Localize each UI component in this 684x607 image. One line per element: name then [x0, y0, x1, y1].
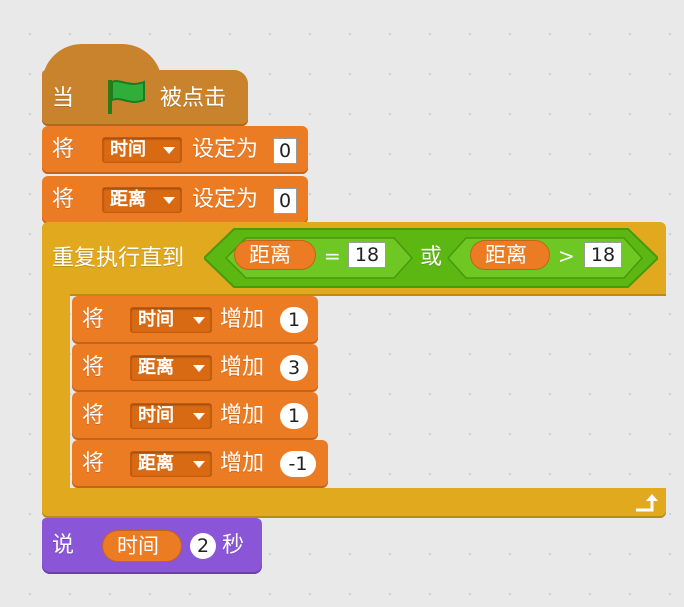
compare-value-input[interactable]: 18 — [348, 242, 386, 268]
reporter-label: 距离 — [249, 243, 291, 267]
variable-name: 时间 — [138, 309, 174, 330]
time-reporter[interactable]: 时间 — [102, 530, 182, 562]
chevron-down-icon — [163, 147, 175, 154]
when-flag-clicked-block[interactable]: 当 被点击 — [42, 70, 248, 126]
value-input[interactable]: 0 — [273, 138, 297, 164]
chevron-down-icon — [163, 197, 175, 204]
block-action-label: 设定为 — [192, 137, 259, 162]
variable-name: 距离 — [138, 357, 174, 378]
value-input[interactable]: -1 — [280, 451, 316, 477]
chevron-down-icon — [193, 365, 205, 372]
block-action-label: 增加 — [220, 307, 265, 332]
or-label: 或 — [420, 245, 443, 270]
block-verb-label: 将 — [52, 187, 75, 212]
variable-name: 距离 — [138, 453, 174, 474]
block-action-label: 增加 — [220, 403, 265, 428]
say-for-secs-block[interactable]: 说 时间 2 秒 — [42, 518, 262, 574]
value-input[interactable]: 0 — [273, 188, 297, 214]
variable-dropdown[interactable]: 时间 — [130, 307, 212, 333]
greater-than-operator: > — [558, 244, 575, 268]
distance-reporter[interactable]: 距离 — [470, 240, 550, 270]
equals-operator: = — [324, 244, 341, 268]
block-action-label: 增加 — [220, 451, 265, 476]
set-variable-block[interactable]: 将 时间 设定为 0 — [42, 126, 308, 174]
chevron-down-icon — [193, 413, 205, 420]
value-input[interactable]: 1 — [280, 307, 308, 333]
change-variable-block[interactable]: 将 距离 增加 -1 — [72, 440, 328, 488]
change-variable-block[interactable]: 将 时间 增加 1 — [72, 392, 318, 440]
block-verb-label: 说 — [52, 533, 75, 558]
variable-name: 时间 — [138, 405, 174, 426]
set-variable-block[interactable]: 将 距离 设定为 0 — [42, 176, 308, 224]
variable-dropdown[interactable]: 距离 — [130, 355, 212, 381]
event-suffix-label: 被点击 — [160, 86, 227, 111]
repeat-until-bottom — [42, 488, 666, 518]
block-verb-label: 将 — [52, 137, 75, 162]
variable-dropdown[interactable]: 距离 — [102, 187, 182, 213]
change-variable-block[interactable]: 将 时间 增加 1 — [72, 296, 318, 344]
chevron-down-icon — [193, 317, 205, 324]
variable-dropdown[interactable]: 时间 — [130, 403, 212, 429]
repeat-until-arm — [42, 292, 70, 492]
seconds-unit-label: 秒 — [222, 533, 245, 558]
block-action-label: 设定为 — [192, 187, 259, 212]
chevron-down-icon — [193, 461, 205, 468]
block-verb-label: 将 — [82, 451, 105, 476]
event-prefix-label: 当 — [52, 86, 75, 111]
seconds-input[interactable]: 2 — [190, 533, 216, 559]
compare-value-input[interactable]: 18 — [584, 242, 622, 268]
block-verb-label: 将 — [82, 355, 105, 380]
variable-dropdown[interactable]: 距离 — [130, 451, 212, 477]
block-action-label: 增加 — [220, 355, 265, 380]
value-input[interactable]: 1 — [280, 403, 308, 429]
reporter-label: 距离 — [485, 243, 527, 267]
variable-name: 时间 — [110, 139, 146, 160]
distance-reporter[interactable]: 距离 — [234, 240, 316, 270]
green-flag-icon — [108, 80, 145, 114]
reporter-label: 时间 — [117, 534, 159, 558]
block-verb-label: 将 — [82, 403, 105, 428]
loop-arrow-icon — [636, 494, 658, 512]
repeat-until-label: 重复执行直到 — [52, 246, 185, 271]
value-input[interactable]: 3 — [280, 355, 308, 381]
variable-name: 距离 — [110, 189, 146, 210]
change-variable-block[interactable]: 将 距离 增加 3 — [72, 344, 318, 392]
variable-dropdown[interactable]: 时间 — [102, 137, 182, 163]
block-verb-label: 将 — [82, 307, 105, 332]
